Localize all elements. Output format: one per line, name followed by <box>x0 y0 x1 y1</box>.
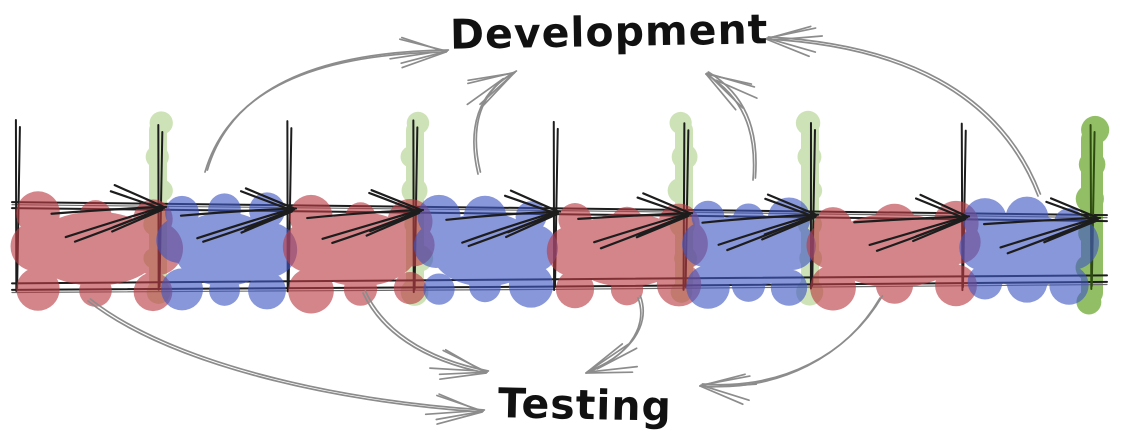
red-blob-5 <box>546 203 708 309</box>
sprint-flow-arrow-7 <box>853 193 971 252</box>
sprint-flow-arrow-5 <box>577 192 694 250</box>
red-blob-1 <box>10 191 184 312</box>
testing-label: Testing <box>497 379 673 431</box>
arrow-to-development-1 <box>204 36 450 173</box>
blue-blob-6 <box>682 197 816 309</box>
arrow-to-development-3 <box>705 71 758 181</box>
sprint-flow-arrow-1 <box>50 184 168 243</box>
development-label: Development <box>449 5 769 59</box>
red-blob-3 <box>282 194 435 314</box>
arrow-to-development-2 <box>466 70 518 175</box>
blue-blob-2 <box>156 192 298 311</box>
arrow-to-development-4 <box>765 25 1042 197</box>
arrow-to-testing-2 <box>362 290 490 381</box>
sprint-flow-arrow-6 <box>701 193 820 252</box>
sprint-flow-arrow-2 <box>179 187 298 243</box>
arrow-to-testing-1 <box>87 298 486 425</box>
arrow-to-testing-3 <box>585 295 645 374</box>
sprint-flow-arrow-3 <box>306 189 425 245</box>
sprint-flow-arrow-4 <box>445 189 562 248</box>
arrow-to-testing-4 <box>699 295 884 406</box>
sprint-flow-arrow-8 <box>982 197 1102 255</box>
